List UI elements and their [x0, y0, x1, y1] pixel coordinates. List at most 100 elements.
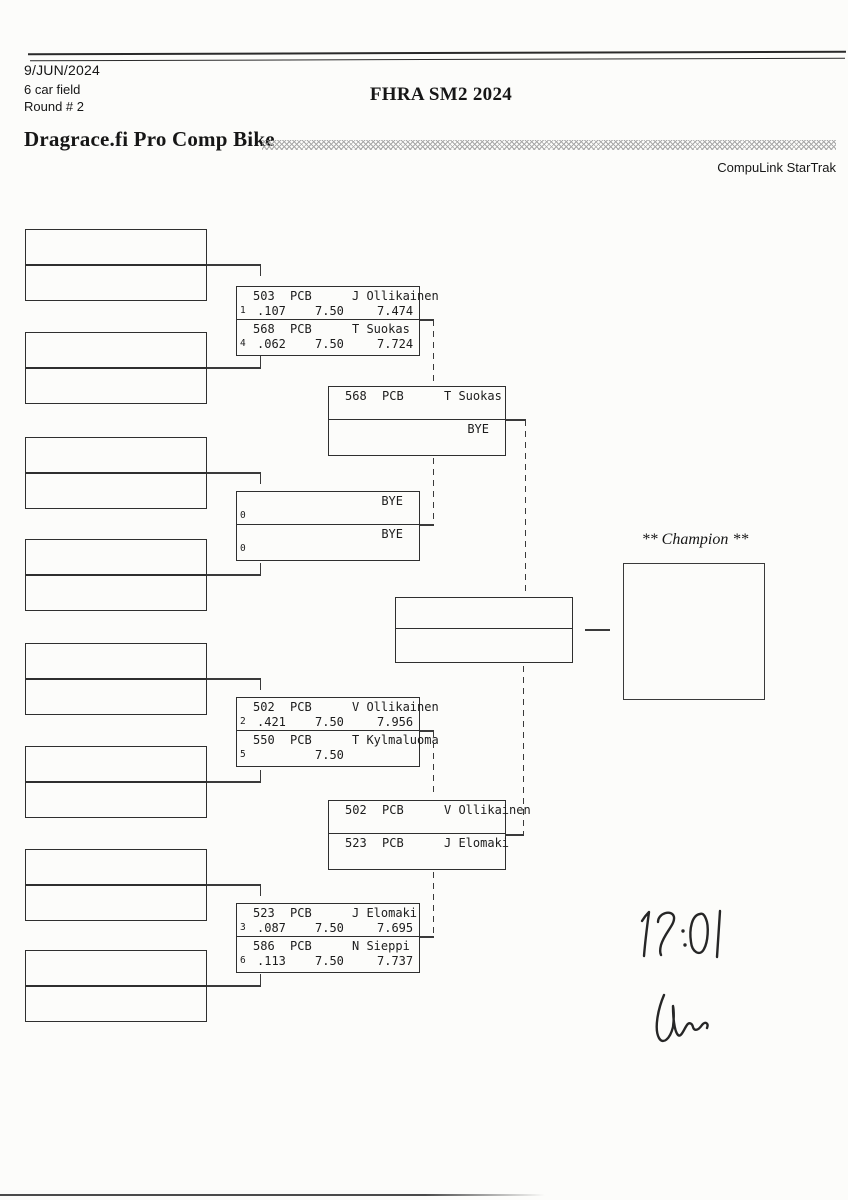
qualifier-slot-box-5: [25, 643, 207, 715]
car-number: 502: [345, 803, 367, 817]
car-number: [253, 494, 290, 509]
connector-dashed-line: [522, 666, 525, 834]
connector-line: [420, 319, 434, 321]
bye-label: BYE: [381, 494, 403, 508]
separator-hatch: [262, 140, 836, 150]
final-to-champion-connector: [585, 629, 610, 631]
competitor-entry: 568 PCB T Suokas .062 7.50 7.724 4: [237, 320, 419, 353]
bottom-rule: [0, 1194, 545, 1196]
field-size: 6 car field: [24, 82, 81, 97]
class-title: Dragrace.fi Pro Comp Bike: [24, 127, 275, 151]
connector-line: [259, 884, 262, 896]
competitor-entry: BYE 0: [237, 525, 419, 558]
seed-number: 1: [240, 305, 246, 316]
car-number: 550: [253, 732, 275, 747]
connector-line: [207, 367, 261, 369]
competitor-entry: 523 PCB J Elomaki .087 7.50 7.695 3: [237, 904, 419, 937]
competitor-entry: 568 PCB T Suokas: [329, 387, 505, 420]
class-code: PCB: [382, 835, 404, 850]
slot-divider: [26, 264, 206, 266]
driver-name: J Elomaki: [352, 906, 418, 920]
slot-divider: [26, 472, 206, 474]
driver-name: N Sieppi: [352, 938, 410, 953]
connector-line: [259, 264, 262, 276]
reaction-time: .113: [257, 953, 286, 968]
slot-divider: [26, 574, 206, 576]
competitor-entry: 502 PCB V Ollikainen: [329, 801, 531, 834]
connector-dashed-line: [432, 458, 435, 525]
connector-dashed-line: [524, 420, 527, 594]
car-number: 523: [345, 835, 367, 850]
round1-match2-box: 502 PCB V Ollikainen .421 7.50 7.956 2 5…: [236, 697, 439, 767]
car-number: 568: [345, 389, 367, 403]
champion-box: [623, 563, 765, 700]
champion-label: ** Champion **: [641, 531, 749, 548]
slot-divider: [26, 367, 206, 369]
qualifier-slot-box-7: [25, 849, 207, 921]
dial-in: 7.50: [315, 747, 344, 762]
class-code: PCB: [290, 321, 312, 336]
class-code: [290, 494, 352, 509]
reaction-time: .087: [257, 921, 286, 935]
elapsed-time: 7.695: [377, 921, 414, 935]
connector-line: [506, 419, 526, 421]
qualifier-slot-box-8: [25, 950, 207, 1022]
qualifier-slot-box-6: [25, 746, 207, 818]
class-code: PCB: [290, 700, 312, 714]
competitor-entry: BYE: [329, 420, 505, 453]
connector-line: [259, 678, 262, 690]
connector-line: [207, 884, 261, 886]
reaction-time: .062: [257, 336, 286, 351]
seed-number: 6: [240, 954, 246, 966]
round1-match3-box: 523 PCB J Elomaki .087 7.50 7.695 3 586 …: [236, 903, 420, 973]
elapsed-time: 7.724: [377, 336, 414, 351]
qualifier-slot-box-2: [25, 332, 207, 404]
dial-in: 7.50: [315, 953, 344, 968]
connector-line: [259, 356, 262, 368]
competitor-entry: 503 PCB J Ollikainen .107 7.50 7.474 1: [237, 287, 439, 320]
connector-dashed-line: [432, 872, 435, 936]
final-box: [395, 597, 573, 663]
class-code: PCB: [290, 906, 312, 920]
round2-semifinal2-box: 502 PCB V Ollikainen 523 PCB J Elomaki: [328, 800, 531, 870]
car-number: 502: [253, 700, 275, 714]
slot-divider: [26, 884, 206, 886]
handwritten-initials-scribble: [655, 993, 709, 1043]
connector-line: [420, 730, 434, 732]
final-slot-top: [396, 598, 572, 629]
dial-in: 7.50: [315, 921, 344, 935]
connector-line: [259, 770, 262, 782]
dial-in: 7.50: [315, 336, 344, 351]
driver-name: V Ollikainen: [352, 700, 439, 714]
seed-number: 5: [240, 748, 246, 760]
round1-match1-box: 503 PCB J Ollikainen .107 7.50 7.474 1 5…: [236, 286, 439, 356]
bye-label: BYE: [381, 526, 403, 541]
round2-semifinal1-box: 568 PCB T Suokas BYE: [328, 386, 506, 456]
class-code: [290, 527, 352, 542]
car-number: [345, 422, 382, 437]
connector-line: [506, 834, 524, 836]
competitor-entry: 502 PCB V Ollikainen .421 7.50 7.956 2: [237, 698, 439, 731]
elapsed-time: [377, 748, 403, 763]
connector-line: [207, 472, 261, 474]
final-slot-bottom: [396, 629, 572, 660]
seed-number: 2: [240, 716, 246, 727]
connector-line: [420, 936, 434, 938]
seed-number: 4: [240, 337, 246, 349]
class-code: PCB: [290, 938, 312, 953]
driver-name: T Kylmaluoma: [352, 732, 439, 747]
car-number: [253, 527, 290, 542]
slot-divider: [26, 678, 206, 680]
driver-name: J Ollikainen: [352, 289, 439, 303]
top-rule: [27, 49, 846, 64]
competitor-entry: BYE 0: [237, 492, 419, 525]
connector-line: [207, 678, 261, 680]
competitor-entry: 550 PCB T Kylmaluoma 7.50 5: [237, 731, 439, 764]
connector-line: [259, 563, 262, 575]
car-number: 523: [253, 906, 275, 920]
connector-line: [259, 974, 262, 986]
round-number: Round # 2: [24, 99, 84, 114]
car-number: 503: [253, 289, 275, 303]
connector-line: [207, 985, 261, 987]
connector-line: [207, 574, 261, 576]
